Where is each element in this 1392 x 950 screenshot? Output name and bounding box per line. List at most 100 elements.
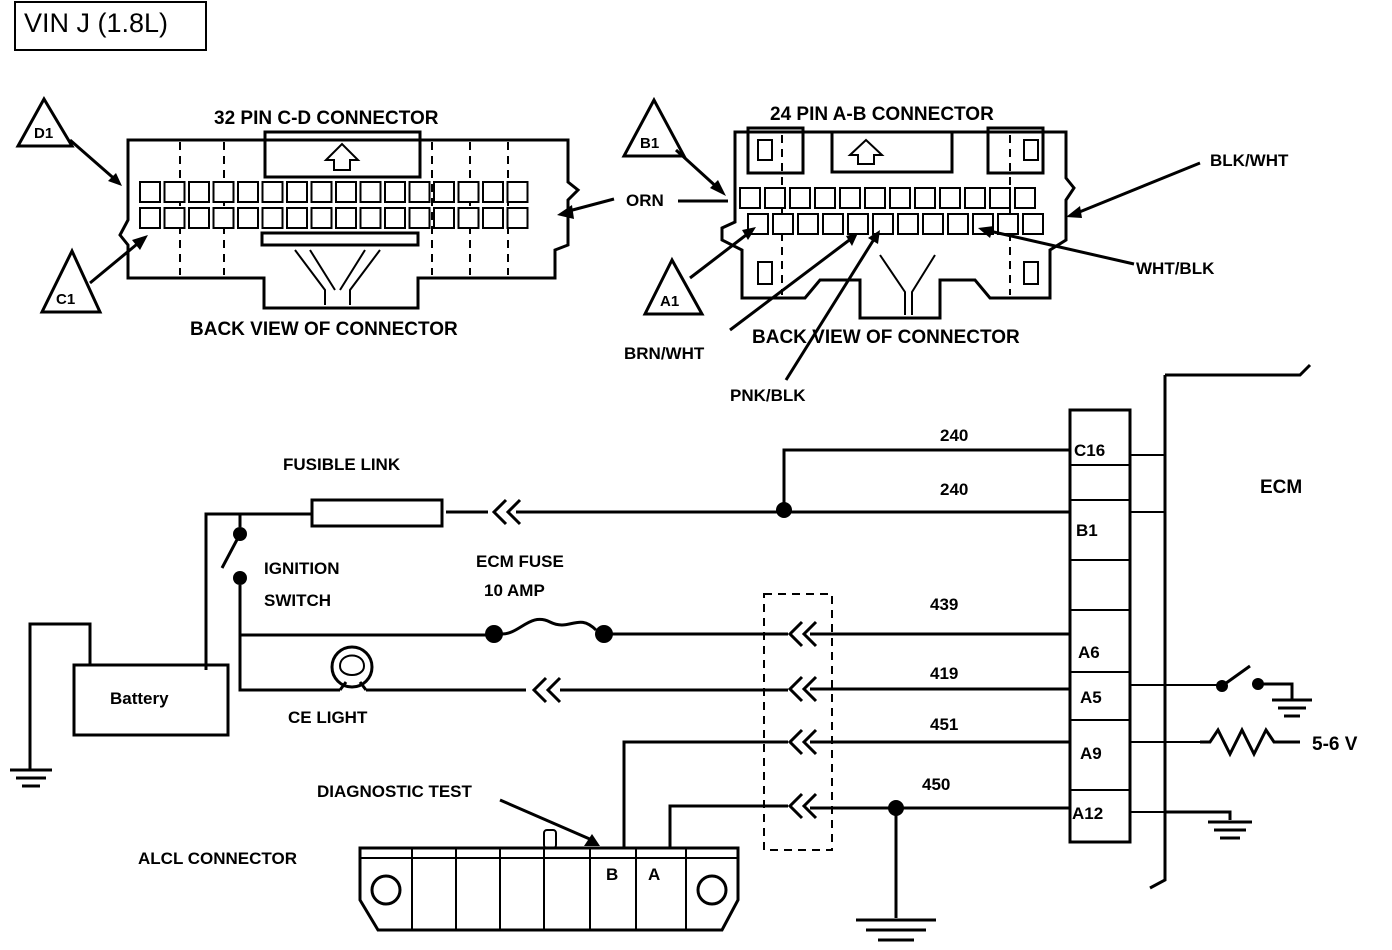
connector-pin (739, 187, 761, 209)
wire-blk-wht: BLK/WHT (1210, 151, 1289, 170)
connector-pin (457, 207, 480, 229)
fusible-link (310, 498, 444, 528)
fuse-terminal (595, 625, 613, 643)
connector-pin (822, 213, 844, 235)
connector-pin (433, 181, 455, 203)
connector-pin (964, 187, 986, 209)
wire-pnk-blk: PNK/BLK (730, 386, 806, 405)
connector-pin (997, 213, 1019, 235)
ce-light (330, 645, 374, 689)
marker-triangle-d1 (15, 95, 75, 148)
connector-pin (163, 207, 186, 229)
connector-pin (212, 207, 235, 229)
alcl-pin-b: B (606, 865, 618, 884)
connector-cd-pin-row (139, 207, 529, 229)
connector-pin (433, 207, 455, 229)
connector-pin (212, 181, 235, 203)
marker-triangle-b1 (621, 96, 687, 158)
fuse-label-2: 10 AMP (484, 581, 545, 600)
connector-pin (482, 181, 504, 203)
connector-pin (286, 181, 308, 203)
connector-pin (188, 207, 210, 229)
connector-cd-label: 32 PIN C-D CONNECTOR (214, 108, 439, 129)
circuit-240-top: 240 (940, 426, 968, 445)
connector-cd-view: BACK VIEW OF CONNECTOR (190, 319, 458, 340)
connector-pin (814, 187, 836, 209)
marker-triangle-c1 (39, 247, 103, 314)
circuit-451: 451 (930, 715, 958, 734)
circuit-419: 419 (930, 664, 958, 683)
connector-pin (797, 213, 819, 235)
marker-triangle-a1 (642, 256, 705, 316)
connector-pin (384, 207, 406, 229)
fuse-element (501, 617, 598, 636)
connector-pin (237, 181, 259, 203)
connector-pin (261, 207, 284, 229)
connector-pin (359, 181, 382, 203)
up-arrow-icon (847, 138, 885, 165)
connector-pin (839, 187, 861, 209)
circuit-240-main: 240 (940, 480, 968, 499)
marker-b1: B1 (640, 135, 659, 152)
connector-pin (408, 181, 431, 203)
connector-pin (764, 187, 786, 209)
connector-symbol (787, 728, 818, 756)
connector-pin (310, 207, 333, 229)
connector-symbol (787, 792, 818, 820)
connector-cd-pin-row (139, 181, 529, 203)
connector-pin (947, 213, 969, 235)
marker-c1: C1 (56, 291, 75, 308)
fusible-link-label: FUSIBLE LINK (283, 455, 401, 474)
connector-pin (789, 187, 811, 209)
connector-pin (939, 187, 961, 209)
connector-pin (335, 181, 357, 203)
fuse-label-1: ECM FUSE (476, 552, 564, 571)
marker-d1: D1 (34, 125, 53, 142)
ignition-label-2: SWITCH (264, 591, 331, 610)
connector-pin (408, 207, 431, 229)
diagnostic-test-label: DIAGNOSTIC TEST (317, 782, 473, 801)
up-arrow-icon (323, 142, 361, 171)
connector-pin (457, 181, 480, 203)
fuse-terminal (485, 625, 503, 643)
connector-pin (914, 187, 936, 209)
wire-orn: ORN (626, 191, 664, 210)
connector-pin (188, 181, 210, 203)
marker-a1: A1 (660, 293, 679, 310)
alcl-connector (358, 846, 740, 932)
diagram-title: VIN J (1.8L) (24, 8, 168, 38)
ecm-pin-a12: A12 (1072, 804, 1103, 823)
connector-ab-pin-row (739, 187, 1036, 209)
connector-pin (384, 181, 406, 203)
connector-32-pin: 32 PIN C-D CONNECTOR BACK VIEW OF CONNEC… (15, 95, 664, 340)
connector-ab-view: BACK VIEW OF CONNECTOR (752, 327, 1020, 348)
ecm-block (1068, 408, 1132, 844)
circuit-439: 439 (930, 595, 958, 614)
connector-24-pin: 24 PIN A-B CONNECTOR BACK VIEW OF CONNEC… (621, 96, 1289, 405)
connector-pin (1014, 187, 1036, 209)
connector-symbol (787, 620, 818, 648)
alcl-pin-a: A (648, 865, 660, 884)
connector-pin (864, 187, 886, 209)
connector-pin (359, 207, 382, 229)
battery (72, 663, 230, 737)
ecm-pin-c16: C16 (1074, 441, 1105, 460)
connector-symbol (787, 675, 818, 703)
connector-pin (506, 207, 529, 229)
ecm-label: ECM (1260, 477, 1302, 498)
connector-ab-pin-row (747, 213, 1044, 235)
connector-symbol (531, 676, 562, 704)
wire-brn-wht: BRN/WHT (624, 344, 705, 363)
connector-pin (286, 207, 308, 229)
schematic: C16 B1 A6 A5 A9 A12 ECM 5-6 V 240 240 F (10, 363, 1358, 942)
connector-pin (261, 181, 284, 203)
connector-pin (310, 181, 333, 203)
connector-pin (1022, 213, 1044, 235)
voltage-label: 5-6 V (1312, 734, 1358, 755)
connector-pin (872, 213, 894, 235)
title-box (14, 1, 207, 51)
connector-pin (847, 213, 869, 235)
connector-pin (889, 187, 911, 209)
connector-pin (163, 181, 186, 203)
